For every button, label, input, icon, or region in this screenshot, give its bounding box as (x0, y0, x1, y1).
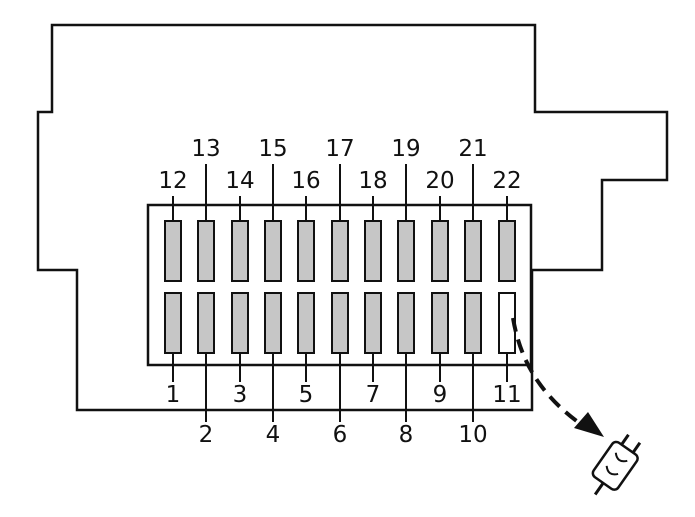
fuse-label-12: 12 (158, 168, 187, 194)
fuse-label-2: 2 (199, 422, 214, 448)
fuse-2 (197, 292, 215, 354)
fuse-13 (197, 220, 215, 282)
fuse-label-11: 11 (492, 382, 521, 408)
fuse-1 (164, 292, 182, 354)
arrow-head-icon (574, 412, 604, 437)
fuse-8 (397, 292, 415, 354)
fuse-12 (164, 220, 182, 282)
fuse-4 (264, 292, 282, 354)
fuse-label-4: 4 (266, 422, 281, 448)
fuse-label-19: 19 (391, 136, 420, 162)
power-plug-icon (591, 433, 642, 496)
fuse-17 (331, 220, 349, 282)
fuse-label-15: 15 (258, 136, 287, 162)
fuse-16 (297, 220, 315, 282)
fuse-label-13: 13 (191, 136, 220, 162)
fuse-3 (231, 292, 249, 354)
fuse-label-3: 3 (233, 382, 248, 408)
fuse-10 (464, 292, 482, 354)
fuse-14 (231, 220, 249, 282)
fuse-label-7: 7 (366, 382, 381, 408)
fuse-label-9: 9 (433, 382, 448, 408)
fuse-label-16: 16 (291, 168, 320, 194)
fuse-label-5: 5 (299, 382, 314, 408)
fuse-21 (464, 220, 482, 282)
fuse-label-21: 21 (458, 136, 487, 162)
fuse-label-18: 18 (358, 168, 387, 194)
fuse-6 (331, 292, 349, 354)
fuse-7 (364, 292, 382, 354)
fuse-label-14: 14 (225, 168, 254, 194)
fuse-19 (397, 220, 415, 282)
fuse-22 (498, 220, 516, 282)
fuse-label-17: 17 (325, 136, 354, 162)
fuse-label-20: 20 (425, 168, 454, 194)
fuse-18 (364, 220, 382, 282)
fuse-label-1: 1 (166, 382, 181, 408)
fuse-15 (264, 220, 282, 282)
fuse-panel-outline (36, 23, 669, 412)
fuse-5 (297, 292, 315, 354)
fuse-9 (431, 292, 449, 354)
fuse-group (164, 220, 516, 354)
fuse-label-10: 10 (458, 422, 487, 448)
fuse-label-6: 6 (333, 422, 348, 448)
dashed-arrow (511, 317, 584, 427)
fuse-label-8: 8 (399, 422, 414, 448)
fuse-20 (431, 220, 449, 282)
fuse-label-22: 22 (492, 168, 521, 194)
